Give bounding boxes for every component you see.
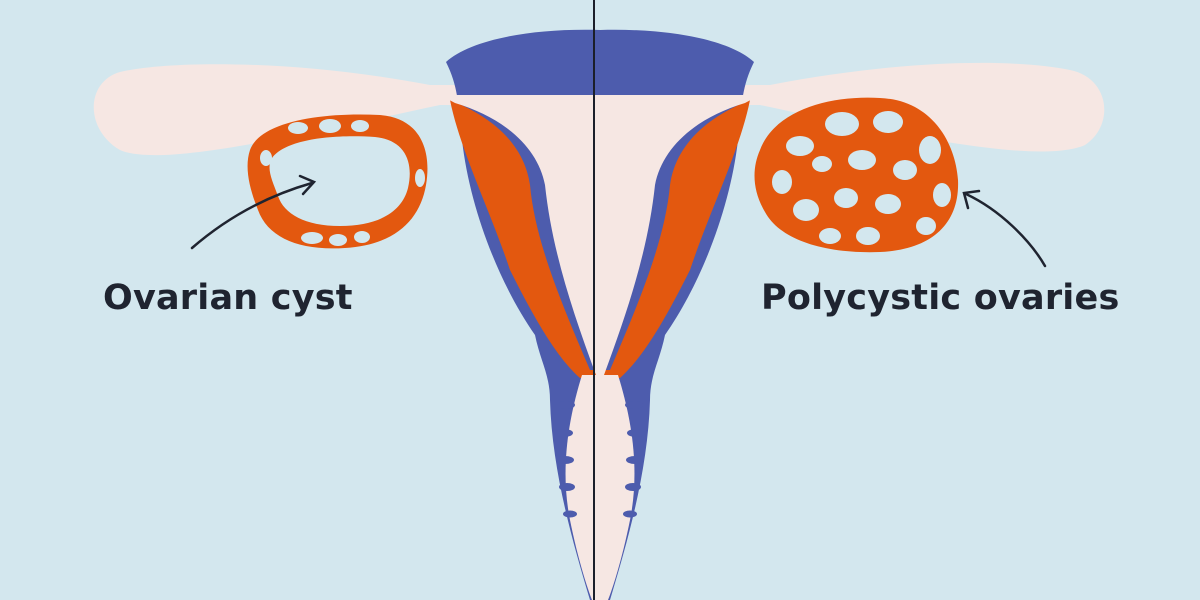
multiple-follicles [772,111,951,245]
uterine-lining [450,100,750,378]
cyst [269,136,410,226]
cervical-folds [555,401,645,518]
polycystic-ovary [754,97,959,253]
arrow-right [962,189,1047,268]
arrow-left [190,174,317,250]
cervical-canal [565,375,635,600]
fallopian-tubes [93,62,1105,156]
ovarian-cyst-label: Ovarian cyst [103,278,353,318]
small-follicles [260,119,425,246]
polycystic-ovaries-label: Polycystic ovaries [761,278,1120,318]
uterine-cavity [440,95,760,375]
ovarian-cyst-ovary [247,114,428,249]
